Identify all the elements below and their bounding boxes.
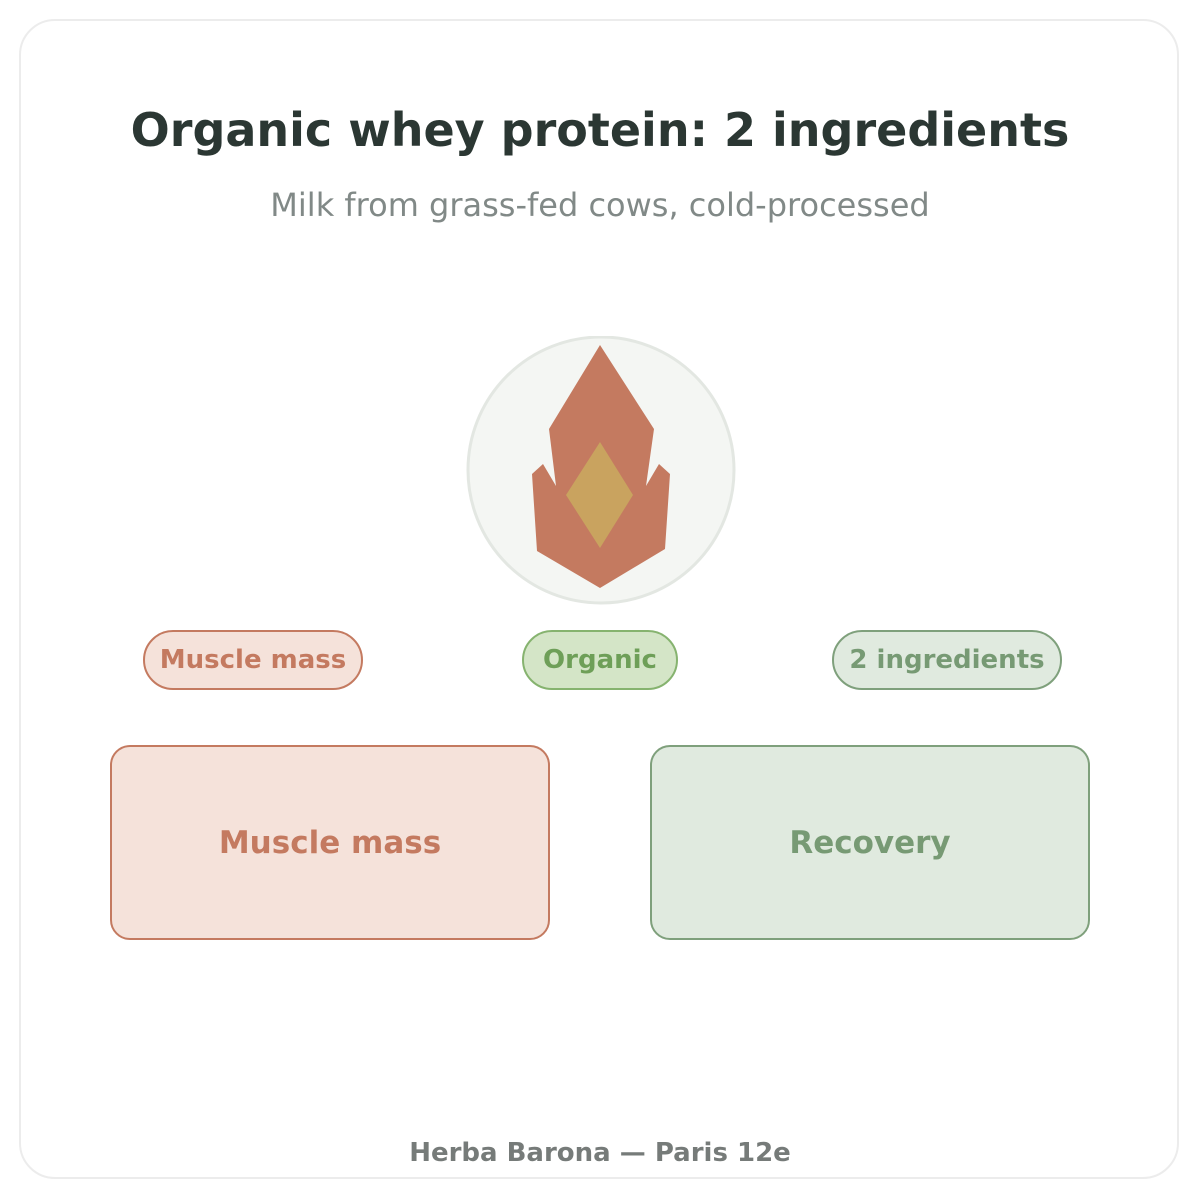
benefit-label: Muscle mass (218, 824, 442, 861)
benefit-card-recovery: Recovery (650, 745, 1090, 940)
page-title: Organic whey protein: 2 ingredients (130, 103, 1070, 157)
tag-muscle-mass: Muscle mass (143, 630, 363, 690)
product-emblem (466, 336, 736, 605)
footer-credit: Herba Barona — Paris 12e (409, 1138, 791, 1168)
tag-organic: Organic (522, 630, 678, 690)
tag-2-ingredients: 2 ingredients (832, 630, 1062, 690)
benefit-card-muscle-mass: Muscle mass (110, 745, 550, 940)
page-subtitle: Milk from grass-fed cows, cold-processed (270, 186, 930, 224)
flame-icon (532, 345, 670, 588)
flame-core (566, 442, 633, 548)
benefit-label: Recovery (789, 824, 951, 861)
